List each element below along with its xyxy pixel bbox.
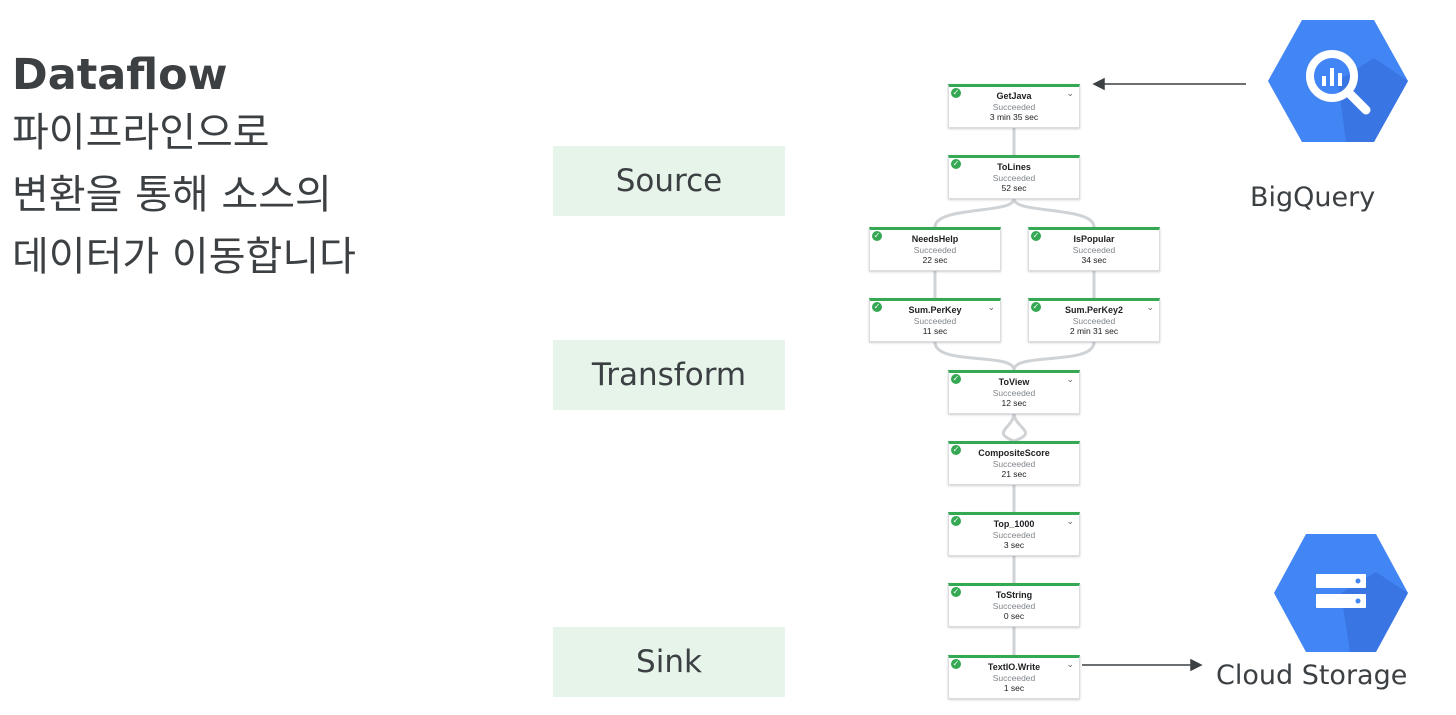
node-status: Succeeded bbox=[992, 530, 1036, 540]
node-duration: 34 sec bbox=[1081, 255, 1107, 265]
node-status: Succeeded bbox=[992, 173, 1036, 183]
node-duration: 3 sec bbox=[1003, 540, 1025, 550]
pipeline-node-sumperkey[interactable]: ✓ ⌄ Sum.PerKey Succeeded 11 sec bbox=[869, 298, 1001, 342]
pipeline-node-getjava[interactable]: ✓ ⌄ GetJava Succeeded 3 min 35 sec bbox=[948, 84, 1080, 128]
chevron-down-icon[interactable]: ⌄ bbox=[1146, 303, 1154, 313]
edge-sumperkey-toview bbox=[933, 341, 1016, 371]
check-icon: ✓ bbox=[872, 302, 882, 312]
check-icon: ✓ bbox=[951, 587, 961, 597]
node-status: Succeeded bbox=[992, 601, 1036, 611]
chevron-down-icon[interactable]: ⌄ bbox=[987, 303, 995, 313]
node-status: Succeeded bbox=[1072, 316, 1116, 326]
pipeline-node-needshelp[interactable]: ✓ NeedsHelp Succeeded 22 sec bbox=[869, 227, 1001, 271]
pipeline-node-tostring[interactable]: ✓ ToString Succeeded 0 sec bbox=[948, 583, 1080, 627]
arrowhead-getjava bbox=[1092, 77, 1105, 91]
chevron-down-icon[interactable]: ⌄ bbox=[1066, 660, 1074, 670]
check-icon: ✓ bbox=[951, 88, 961, 98]
pipeline-node-top1000[interactable]: ✓ ⌄ Top_1000 Succeeded 3 sec bbox=[948, 512, 1080, 556]
stage-transform: Transform bbox=[553, 340, 785, 410]
edge-tolines-needshelp bbox=[933, 198, 1016, 228]
node-name: NeedsHelp bbox=[911, 234, 959, 244]
node-name: CompositeScore bbox=[978, 448, 1050, 458]
edge-toview-compositescore-a bbox=[1001, 412, 1016, 443]
node-name: IsPopular bbox=[1073, 234, 1115, 244]
node-status: Succeeded bbox=[913, 245, 957, 255]
node-status: Succeeded bbox=[992, 102, 1036, 112]
title-line-4: 데이터가 이동합니다 bbox=[12, 234, 356, 280]
chevron-down-icon[interactable]: ⌄ bbox=[1066, 517, 1074, 527]
node-name: GetJava bbox=[996, 91, 1032, 101]
node-name: ToString bbox=[995, 590, 1033, 600]
chevron-down-icon[interactable]: ⌄ bbox=[1066, 375, 1074, 385]
node-name: Sum.PerKey bbox=[908, 305, 962, 315]
node-duration: 0 sec bbox=[1003, 611, 1025, 621]
node-duration: 21 sec bbox=[1001, 469, 1027, 479]
title-line-3: 변환을 통해 소스의 bbox=[12, 172, 332, 218]
pipeline-node-textiowrite[interactable]: ✓ ⌄ TextIO.Write Succeeded 1 sec bbox=[948, 655, 1080, 699]
pipeline-node-tolines[interactable]: ✓ ToLines Succeeded 52 sec bbox=[948, 155, 1080, 199]
check-icon: ✓ bbox=[1031, 302, 1041, 312]
node-duration: 52 sec bbox=[1001, 183, 1027, 193]
node-duration: 12 sec bbox=[1001, 398, 1027, 408]
cloud-storage-icon bbox=[1274, 534, 1408, 652]
slide-title: Dataflow 파이프라인으로 변환을 통해 소스의 데이터가 이동합니다 bbox=[12, 48, 356, 288]
check-icon: ✓ bbox=[1031, 231, 1041, 241]
pipeline-node-sumperkey2[interactable]: ✓ ⌄ Sum.PerKey2 Succeeded 2 min 31 sec bbox=[1028, 298, 1160, 342]
chevron-down-icon[interactable]: ⌄ bbox=[1066, 89, 1074, 99]
node-duration: 2 min 31 sec bbox=[1069, 326, 1119, 336]
node-name: ToLines bbox=[997, 162, 1031, 172]
check-icon: ✓ bbox=[951, 374, 961, 384]
stage-source: Source bbox=[553, 146, 785, 216]
edge-sumperkey2-toview bbox=[1012, 341, 1096, 371]
check-icon: ✓ bbox=[951, 516, 961, 526]
node-name: Sum.PerKey2 bbox=[1064, 305, 1124, 315]
cloud-storage-label: Cloud Storage bbox=[1216, 660, 1408, 691]
node-status: Succeeded bbox=[992, 388, 1036, 398]
node-name: TextIO.Write bbox=[987, 662, 1041, 672]
node-status: Succeeded bbox=[1072, 245, 1116, 255]
check-icon: ✓ bbox=[951, 659, 961, 669]
node-status: Succeeded bbox=[992, 459, 1036, 469]
pipeline-node-toview[interactable]: ✓ ⌄ ToView Succeeded 12 sec bbox=[948, 370, 1080, 414]
check-icon: ✓ bbox=[951, 159, 961, 169]
node-status: Succeeded bbox=[992, 673, 1036, 683]
check-icon: ✓ bbox=[951, 445, 961, 455]
node-duration: 3 min 35 sec bbox=[989, 112, 1039, 122]
node-duration: 1 sec bbox=[1003, 683, 1025, 693]
bigquery-label: BigQuery bbox=[1250, 182, 1376, 213]
check-icon: ✓ bbox=[872, 231, 882, 241]
edge-tolines-ispopular bbox=[1012, 198, 1096, 228]
title-line-1: Dataflow bbox=[12, 50, 228, 100]
node-duration: 22 sec bbox=[922, 255, 948, 265]
edge-toview-compositescore-b bbox=[1012, 412, 1028, 443]
pipeline-node-ispopular[interactable]: ✓ IsPopular Succeeded 34 sec bbox=[1028, 227, 1160, 271]
node-status: Succeeded bbox=[913, 316, 957, 326]
arrowhead-storage bbox=[1190, 658, 1203, 672]
bigquery-icon bbox=[1268, 20, 1408, 142]
pipeline-node-compositescore[interactable]: ✓ CompositeScore Succeeded 21 sec bbox=[948, 441, 1080, 485]
node-name: ToView bbox=[998, 377, 1030, 387]
node-name: Top_1000 bbox=[993, 519, 1035, 529]
stage-sink: Sink bbox=[553, 627, 785, 697]
title-line-2: 파이프라인으로 bbox=[12, 110, 270, 156]
node-duration: 11 sec bbox=[922, 326, 948, 336]
